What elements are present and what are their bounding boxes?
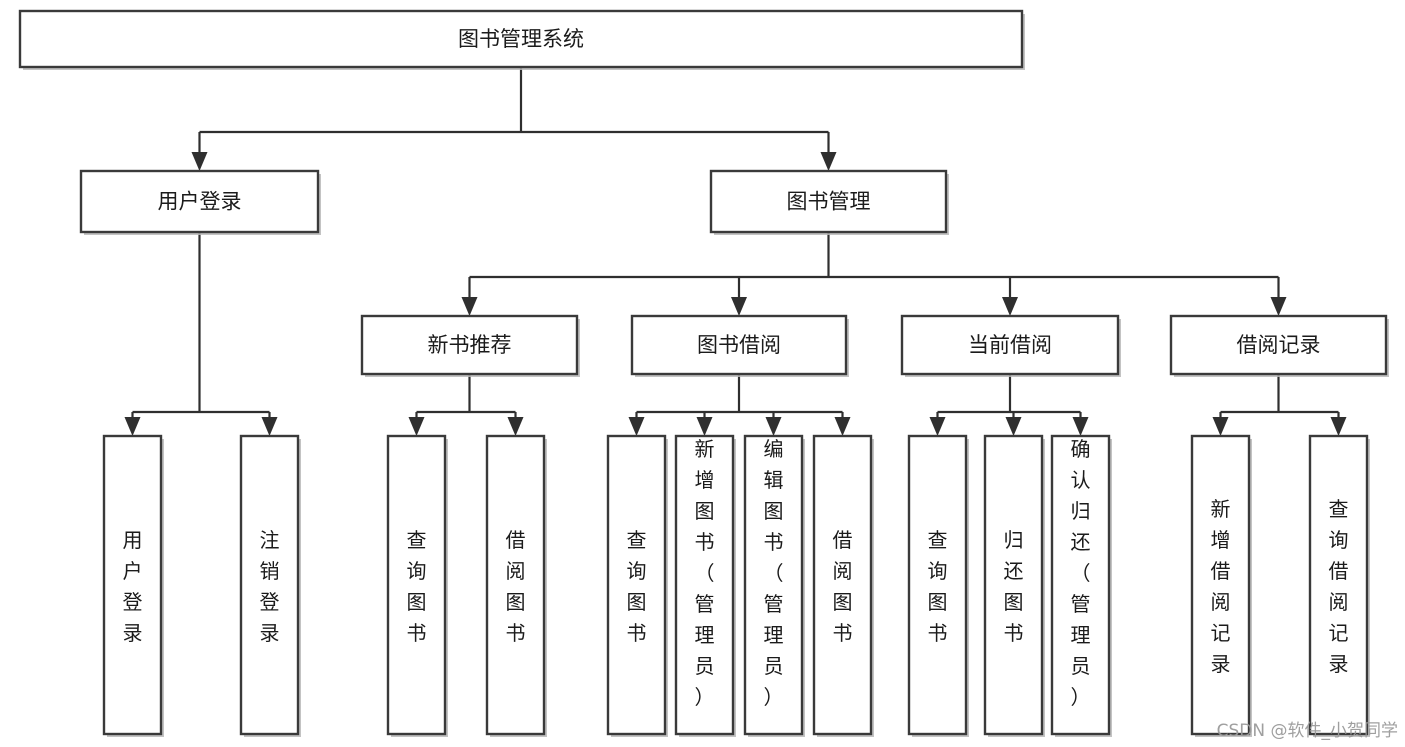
node-leaf-borrow-book-2[interactable]: 借阅图书 [812, 434, 874, 737]
node-box[interactable] [630, 314, 848, 376]
node-label: 图书管理系统 [458, 27, 584, 51]
node-box[interactable] [907, 434, 968, 736]
node-layer: 图书管理系统用户登录图书管理新书推荐图书借阅当前借阅借阅记录用户登录注销登录查询… [18, 9, 1389, 737]
node-box[interactable] [360, 314, 579, 376]
arrowhead-icon [834, 417, 851, 436]
arrowhead-icon [507, 417, 524, 436]
node-box[interactable] [1190, 434, 1251, 736]
arrowhead-icon [731, 297, 747, 316]
node-label-vertical: 确认归还（管理员） [1071, 437, 1091, 709]
node-label-vertical: 借阅图书 [506, 528, 526, 645]
arrowhead-icon [124, 417, 141, 436]
arrowhead-icon [696, 417, 713, 436]
node-current-borrow[interactable]: 当前借阅 [900, 314, 1121, 377]
node-leaf-add-record[interactable]: 新增借阅记录 [1190, 434, 1252, 737]
node-new-book-recommend[interactable]: 新书推荐 [360, 314, 580, 377]
arrowhead-icon [1002, 297, 1018, 316]
node-box[interactable] [485, 434, 546, 736]
node-leaf-edit-book[interactable]: 编辑图书（管理员） [743, 434, 805, 737]
node-label-vertical: 查询图书 [407, 528, 427, 645]
arrowhead-icon [1072, 417, 1089, 436]
node-leaf-add-book[interactable]: 新增图书（管理员） [674, 434, 736, 737]
node-box[interactable] [79, 169, 320, 234]
csdn-watermark: CSDN @软件_小贺同学 [1217, 721, 1398, 741]
node-label-vertical: 新增借阅记录 [1211, 497, 1231, 676]
arrowhead-icon [820, 152, 837, 171]
node-label: 图书管理 [787, 190, 871, 214]
connector-layer [124, 67, 1347, 436]
node-leaf-confirm-return[interactable]: 确认归还（管理员） [1050, 434, 1112, 737]
arrowhead-icon [191, 152, 208, 171]
node-leaf-query-book-1[interactable]: 查询图书 [386, 434, 448, 737]
node-leaf-user-logout[interactable]: 注销登录 [239, 434, 301, 737]
node-borrow-record[interactable]: 借阅记录 [1169, 314, 1389, 377]
node-label-vertical: 编辑图书（管理员） [764, 437, 784, 709]
node-leaf-query-book-3[interactable]: 查询图书 [907, 434, 969, 737]
arrowhead-icon [261, 417, 278, 436]
node-box[interactable] [18, 9, 1024, 69]
node-leaf-borrow-book-1[interactable]: 借阅图书 [485, 434, 547, 737]
node-book-borrow[interactable]: 图书借阅 [630, 314, 849, 377]
node-box[interactable] [812, 434, 873, 736]
node-label-vertical: 查询图书 [627, 528, 647, 645]
node-leaf-query-record[interactable]: 查询借阅记录 [1308, 434, 1370, 737]
node-label-vertical: 用户登录 [123, 528, 143, 645]
node-box[interactable] [743, 434, 804, 736]
node-root[interactable]: 图书管理系统 [18, 9, 1025, 70]
arrowhead-icon [461, 297, 478, 316]
node-label-vertical: 新增图书（管理员） [695, 437, 715, 709]
node-label-vertical: 归还图书 [1004, 528, 1024, 645]
arrowhead-icon [628, 417, 645, 436]
node-label: 图书借阅 [697, 333, 781, 357]
node-label-vertical: 查询借阅记录 [1329, 497, 1349, 676]
node-label: 借阅记录 [1237, 333, 1321, 357]
arrowhead-icon [1270, 297, 1287, 316]
node-box[interactable] [1050, 434, 1111, 736]
node-user-login[interactable]: 用户登录 [79, 169, 321, 235]
node-box[interactable] [1169, 314, 1388, 376]
node-box[interactable] [900, 314, 1120, 376]
node-box[interactable] [102, 434, 163, 736]
node-leaf-user-login[interactable]: 用户登录 [102, 434, 164, 737]
node-leaf-query-book-2[interactable]: 查询图书 [606, 434, 668, 737]
arrowhead-icon [1005, 417, 1022, 436]
node-box[interactable] [606, 434, 667, 736]
arrowhead-icon [1330, 417, 1347, 436]
node-label-vertical: 借阅图书 [833, 528, 853, 645]
node-label-vertical: 查询图书 [928, 528, 948, 645]
node-label-vertical: 注销登录 [260, 528, 280, 645]
node-box[interactable] [386, 434, 447, 736]
node-leaf-return-book[interactable]: 归还图书 [983, 434, 1045, 737]
node-box[interactable] [1308, 434, 1369, 736]
arrowhead-icon [1212, 417, 1229, 436]
arrowhead-icon [929, 417, 946, 436]
node-box[interactable] [674, 434, 735, 736]
node-book-manage[interactable]: 图书管理 [709, 169, 949, 235]
node-box[interactable] [239, 434, 300, 736]
node-box[interactable] [983, 434, 1044, 736]
node-label: 当前借阅 [968, 333, 1052, 357]
arrowhead-icon [408, 417, 425, 436]
node-box[interactable] [709, 169, 948, 234]
arrowhead-icon [765, 417, 782, 436]
node-label: 用户登录 [158, 190, 242, 214]
node-label: 新书推荐 [428, 333, 512, 357]
